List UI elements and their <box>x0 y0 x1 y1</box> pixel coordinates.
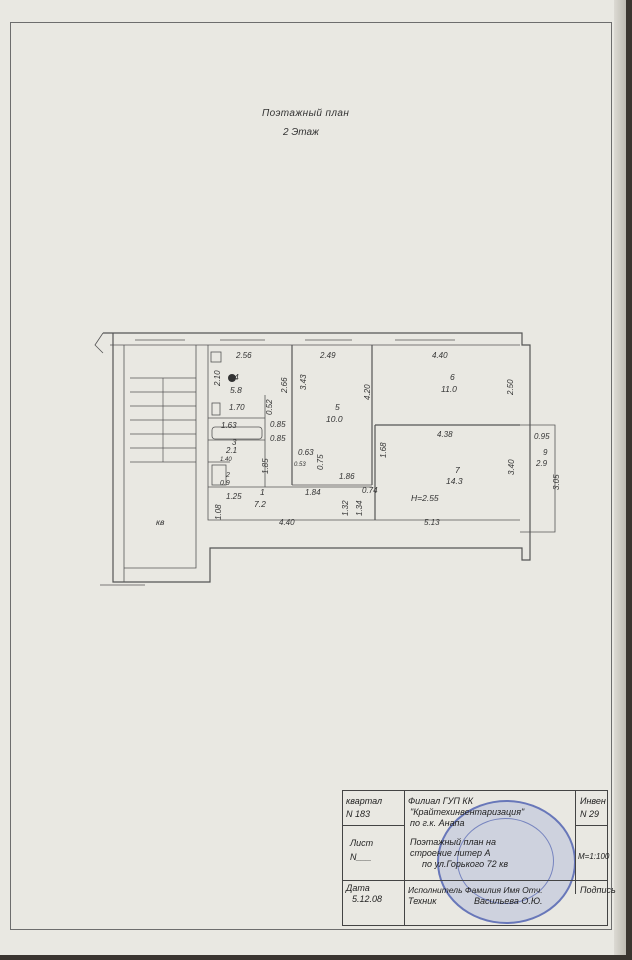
dim-4-38: 4.38 <box>437 430 453 439</box>
room-9-number: 9 <box>543 448 548 457</box>
dim-1-70: 1.70 <box>229 403 245 412</box>
dim-1-63: 1.63 <box>221 421 237 430</box>
room-1-area: 7.2 <box>254 499 266 509</box>
list-value: N___ <box>350 852 372 862</box>
floor-label: 2 Этаж <box>283 127 319 138</box>
technik-name: Васильева О.Ю. <box>474 896 543 906</box>
inven-label: Инвен <box>580 796 606 806</box>
dim-0-75: 0.75 <box>316 454 325 470</box>
official-seal <box>437 800 576 924</box>
room-2-area: 0.9 <box>220 480 230 487</box>
dim-3-05: 3.05 <box>552 474 561 490</box>
room-7-area: 14.3 <box>446 476 463 486</box>
dim-2-50: 2.50 <box>506 379 515 396</box>
dim-0-74: 0.74 <box>362 486 378 495</box>
dim-2-56: 2.56 <box>235 351 252 360</box>
list-label: Лист <box>350 838 374 848</box>
room-2-number: 2 <box>225 472 230 479</box>
doc-line-2: строение литер А <box>410 848 491 858</box>
dim-4-40-bottom: 4.40 <box>279 518 295 527</box>
dim-3-43: 3.43 <box>299 374 308 390</box>
room-5-area: 10.0 <box>326 414 343 424</box>
doc-line-1: Поэтажный план на <box>410 837 496 847</box>
room-3-area: 2.1 <box>225 446 237 455</box>
org-line-3: по г.к. Анапа <box>410 818 465 828</box>
dim-2-66: 2.66 <box>280 377 289 394</box>
scale-label: М=1:100 <box>578 852 610 861</box>
title-block: квартал N 183 Филиал ГУП КК "Крайтехинве… <box>342 790 616 926</box>
room-9-area: 2.9 <box>535 459 548 468</box>
dim-3-40: 3.40 <box>507 459 516 475</box>
dim-1-68: 1.68 <box>379 442 388 458</box>
dim-1-85: 1.85 <box>261 458 270 474</box>
dim-0-85-b: 0.85 <box>270 434 286 443</box>
dim-1-84: 1.84 <box>305 488 321 497</box>
sheet-frame <box>10 22 612 930</box>
signature-label: Подпись <box>580 885 616 895</box>
date-value: 5.12.08 <box>352 894 383 904</box>
plan-title: Поэтажный план <box>262 108 350 119</box>
dim-0-85-a: 0.85 <box>270 420 286 429</box>
org-line-2: "Крайтехинвентаризация" <box>410 807 525 817</box>
dim-1-32: 1.32 <box>341 500 350 516</box>
dim-1-40: 1.40 <box>220 457 232 463</box>
dim-1-08: 1.08 <box>214 504 223 520</box>
dim-2-49: 2.49 <box>319 351 336 360</box>
dim-4-20: 4.20 <box>363 384 372 400</box>
page-edge-shadow <box>614 0 626 955</box>
room-3-number: 3 <box>232 438 237 447</box>
executors-header: Исполнитель Фамилия Имя Отч. <box>408 885 543 895</box>
room-7-number: 7 <box>455 465 460 475</box>
room-6-area: 11.0 <box>441 384 457 394</box>
dim-4-40-top: 4.40 <box>432 351 448 360</box>
doc-line-3: по ул.Горького 72 кв <box>422 859 509 869</box>
room-4-area: 5.8 <box>230 385 242 395</box>
dim-0-52: 0.52 <box>265 399 274 415</box>
kvartal-label: квартал <box>346 796 383 806</box>
dim-0-63: 0.63 <box>298 448 314 457</box>
dim-1-86: 1.86 <box>339 472 355 481</box>
technik-label: Техник <box>408 896 437 906</box>
room-6-number: 6 <box>450 372 455 382</box>
date-label: Дата <box>346 883 370 893</box>
dim-5-13: 5.13 <box>424 518 440 527</box>
dim-0-95: 0.95 <box>534 432 550 441</box>
kv-label: кв <box>156 517 165 527</box>
dim-0-53: 0.53 <box>294 462 306 468</box>
inven-value: N 29 <box>580 809 600 819</box>
room-4-number: 4 <box>234 372 239 382</box>
dim-1-25: 1.25 <box>226 492 242 501</box>
kvartal-value: N 183 <box>346 809 371 819</box>
org-line-1: Филиал ГУП КК <box>408 796 473 806</box>
room-1-number: 1 <box>260 487 265 497</box>
room-5-number: 5 <box>335 402 340 412</box>
dim-1-34: 1.34 <box>355 500 364 516</box>
height-label: H=2.55 <box>411 493 439 503</box>
dim-2-10: 2.10 <box>213 370 222 387</box>
